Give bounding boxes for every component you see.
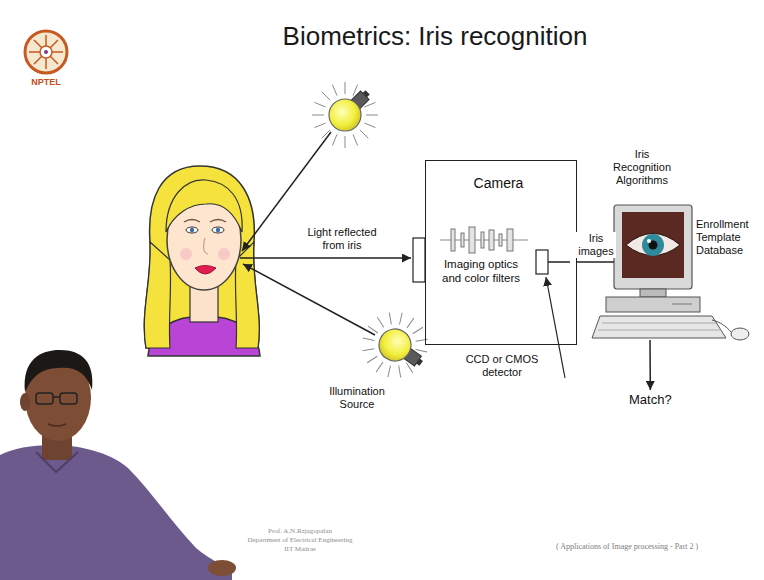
label-slot: NPTEL — [18, 77, 74, 88]
woman-face — [144, 166, 260, 356]
detector-wire — [548, 261, 570, 263]
connectors — [577, 262, 650, 390]
text-slot: Match? — [629, 392, 672, 408]
optics-element — [499, 234, 502, 246]
presenter-ear — [20, 393, 30, 411]
algorithms-label: Iris Recognition Algorithms — [610, 148, 674, 187]
database-label: Enrollment Template Database — [696, 218, 756, 257]
label-slot: ( Applications of Image processing - Par… — [556, 542, 698, 552]
light-bulb — [312, 82, 378, 148]
reflected-light-arrow — [240, 257, 411, 259]
camera-body: Imaging optics and color filters — [438, 257, 524, 285]
eye — [186, 227, 198, 233]
screen-iris — [642, 234, 664, 256]
cheek — [218, 248, 230, 260]
presenter-glasses — [36, 393, 53, 404]
keyboard — [592, 316, 726, 338]
presenter-collar — [36, 452, 78, 472]
computer-node: Iris Recognition AlgorithmsEnrollment Te… — [614, 205, 692, 340]
eye — [190, 228, 194, 232]
optics-element — [451, 229, 455, 251]
camera-box: CameraImaging optics and color filters — [425, 160, 577, 345]
optics-element — [451, 227, 513, 253]
screen — [622, 212, 684, 278]
optics-element — [481, 232, 484, 248]
optics-element — [489, 230, 494, 250]
label-slot: Light reflected from iris — [301, 226, 383, 252]
presenter-hair — [25, 350, 93, 392]
screen-highlight — [647, 239, 651, 243]
optics-element — [469, 227, 475, 253]
keyboard-keys — [598, 323, 721, 330]
nose — [204, 238, 208, 254]
nptel-logo — [25, 31, 67, 73]
text-slot: Enrollment Template Database — [696, 218, 756, 257]
hair-strand — [144, 242, 170, 348]
detector — [536, 250, 548, 274]
presenter-glasses — [60, 393, 77, 404]
eye — [216, 228, 220, 232]
camera-internals — [413, 227, 570, 378]
presenter-hand — [208, 560, 236, 576]
hair-fringe — [166, 180, 242, 232]
text-slot: Camera — [426, 175, 571, 192]
label-slot: Prof. A.N.Rajagopalan — [220, 527, 380, 536]
footer-author: Prof. A.N.Rajagopalan — [220, 527, 380, 536]
nptel-logo — [40, 46, 52, 58]
hair — [144, 166, 259, 348]
presenter-glasses — [36, 393, 77, 404]
footer-department: Department of Electrical Engineering — [220, 536, 380, 545]
detector-leader — [546, 277, 565, 378]
source-label: Illumination Source — [318, 385, 396, 411]
logo-text: NPTEL — [18, 77, 74, 88]
label-slot: IIT Madras — [220, 545, 380, 554]
nptel-logo — [44, 50, 48, 54]
text-slot: Iris Recognition Algorithms — [610, 148, 674, 187]
edge-label-slot: Iris images — [576, 232, 616, 258]
presenter-mouth — [48, 424, 66, 426]
label-slot: Illumination Source — [318, 385, 396, 411]
computer-base — [606, 297, 700, 312]
monitor — [614, 205, 692, 289]
camera-lens — [413, 238, 425, 282]
title-slot: Biometrics: Iris recognition — [140, 20, 730, 52]
slide-title: Biometrics: Iris recognition — [140, 20, 730, 52]
presenter-video — [0, 350, 236, 580]
match-output: Match? — [626, 390, 675, 410]
presenter-shirt — [0, 445, 232, 580]
presenter-glasses — [53, 396, 60, 398]
label-slot: CCD or CMOS detector — [452, 353, 552, 379]
nptel-logo — [29, 35, 63, 69]
footer-institute: IIT Madras — [220, 545, 380, 554]
detector-label: CCD or CMOS detector — [452, 353, 552, 379]
optics-element — [461, 233, 464, 247]
light-label: Light reflected from iris — [301, 226, 383, 252]
footer-lecture: ( Applications of Image processing - Par… — [556, 542, 698, 552]
mouse-cord — [712, 320, 731, 332]
lips — [195, 266, 216, 275]
light-bulb — [357, 307, 433, 383]
label-slot: Department of Electrical Engineering — [220, 536, 380, 545]
match-text: Match? — [629, 392, 672, 408]
edge-label: Iris images — [576, 232, 616, 258]
drive-slot — [672, 304, 692, 305]
screen-eye — [626, 234, 680, 256]
text-slot: Imaging optics and color filters — [438, 257, 524, 285]
light-arrows — [240, 132, 411, 335]
nptel-logo — [25, 31, 67, 73]
camera-heading: Camera — [426, 175, 571, 192]
optics-element — [507, 229, 513, 251]
illumination-arrow — [243, 264, 375, 335]
eye — [212, 227, 224, 233]
cheek — [180, 248, 192, 260]
mouse — [731, 328, 749, 340]
connector — [649, 340, 651, 390]
connector — [577, 261, 614, 263]
monitor-stand — [640, 289, 666, 297]
eyebrow — [184, 220, 226, 223]
